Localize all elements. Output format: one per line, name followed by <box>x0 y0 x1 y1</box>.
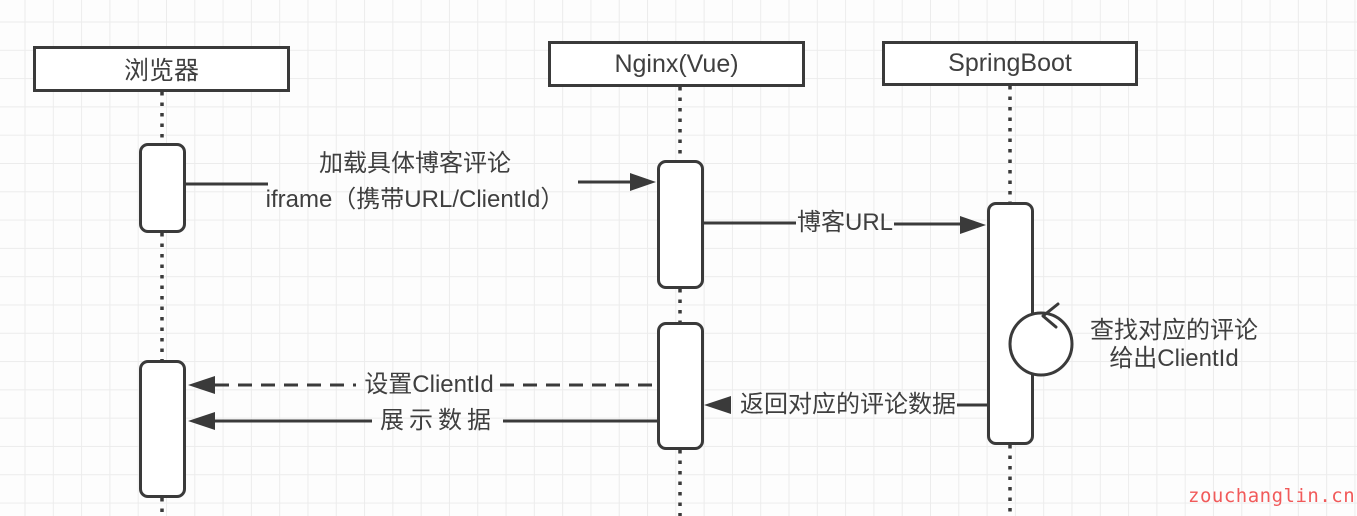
participant-label-browser: 浏览器 <box>123 57 199 85</box>
activation-nginx-1 <box>657 160 704 289</box>
activation-springboot-1 <box>987 202 1034 445</box>
arrowhead-left-icon <box>704 396 731 414</box>
participant-header-springboot: SpringBoot <box>882 41 1138 86</box>
arrowhead-right-icon <box>960 216 986 234</box>
arrowhead-left-icon <box>188 412 215 430</box>
participant-header-browser: 浏览器 <box>33 46 290 92</box>
self-loop-label-line2: 给出ClientId <box>1109 345 1239 372</box>
activation-nginx-2 <box>657 322 704 450</box>
participant-label-nginx: Nginx(Vue) <box>614 49 739 78</box>
message-label-line1: 加载具体博客评论 <box>319 150 511 177</box>
activation-browser-2 <box>139 360 186 498</box>
self-loop-label: 查找对应的评论 给出ClientId <box>1078 317 1270 373</box>
arrowhead-right-icon <box>630 173 656 191</box>
message-label-show-data: 展示数据 <box>380 407 496 434</box>
message-label-line2: iframe（携带URL/ClientId） <box>265 186 565 213</box>
watermark-text: zouchanglin.cn <box>1188 485 1356 507</box>
message-label-return-comments: 返回对应的评论数据 <box>740 391 956 418</box>
arrowhead-left-icon <box>188 376 215 394</box>
participant-header-nginx: Nginx(Vue) <box>548 41 805 87</box>
self-loop-label-line1: 查找对应的评论 <box>1090 317 1258 344</box>
participant-label-springboot: SpringBoot <box>948 49 1072 77</box>
message-label-set-clientid: 设置ClientId <box>364 371 494 398</box>
message-label-blog-url: 博客URL <box>796 209 893 236</box>
self-loop-arrow-icon <box>1041 302 1060 329</box>
message-label-load-iframe: 加载具体博客评论 iframe（携带URL/ClientId） <box>250 146 580 218</box>
activation-browser-1 <box>139 143 186 233</box>
